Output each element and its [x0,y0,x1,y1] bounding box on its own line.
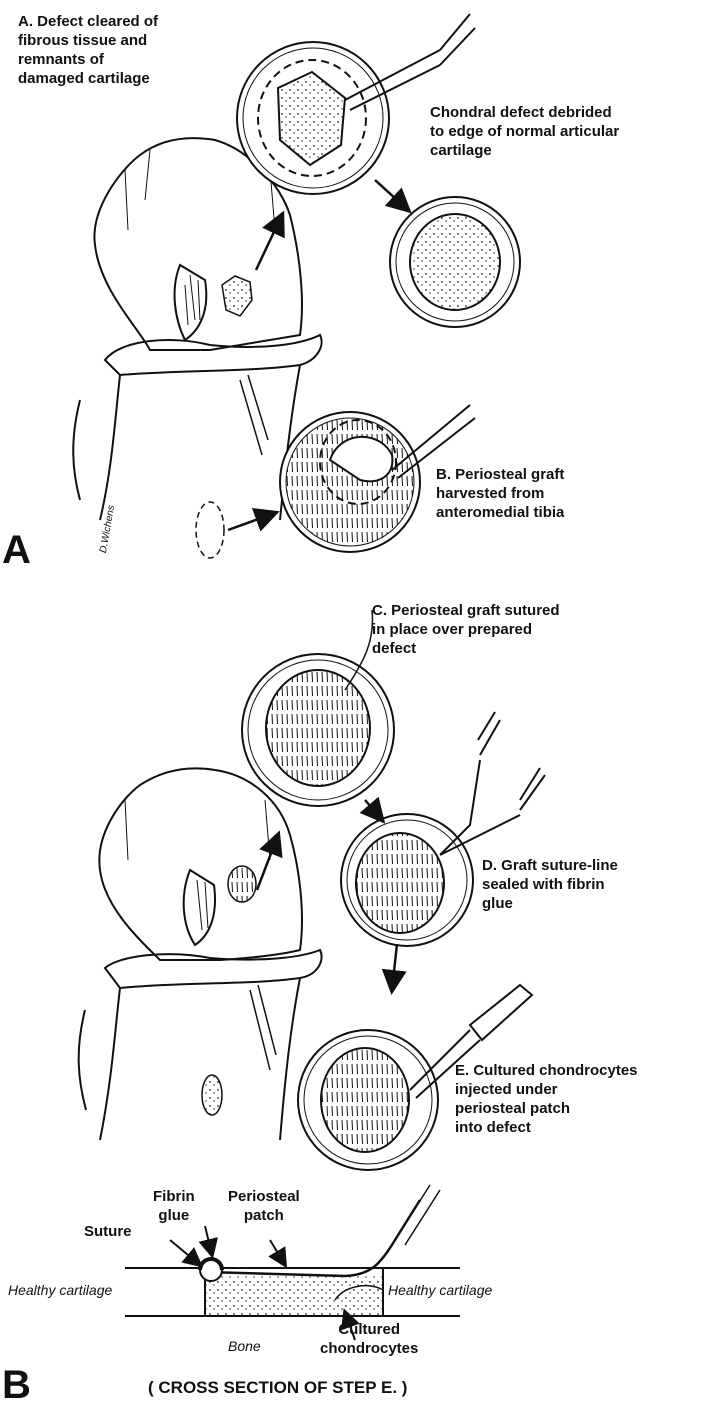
defect-a [222,276,252,316]
step-b-label: B. Periosteal graft harvested from anter… [436,465,564,522]
cross-section-caption: ( CROSS SECTION OF STEP E. ) [148,1378,407,1398]
cultured-chondrocytes-label: Cultured chondrocytes [320,1320,418,1358]
step-d-label: D. Graft suture-line sealed with fibrin … [482,856,618,913]
harvest-site [196,502,224,558]
figure-letter-b: B [2,1365,31,1405]
healthy-cartilage-right-label: Healthy cartilage [388,1282,492,1299]
knee-b [79,768,322,1140]
periosteal-patch-label: Periosteal patch [228,1187,300,1225]
harvest-site-b [202,1075,222,1115]
figure-letter-a: A [2,530,31,570]
chondral-defect-label: Chondral defect debrided to edge of norm… [430,103,619,160]
fibrin-glue-label: Fibrin glue [153,1187,195,1225]
lens-chondral [390,197,520,327]
step-c-label: C. Periosteal graft sutured in place ove… [372,601,560,658]
bone-label: Bone [228,1338,261,1355]
suture-label: Suture [84,1222,132,1241]
step-e-label: E. Cultured chondrocytes injected under … [455,1061,638,1137]
healthy-cartilage-left-label: Healthy cartilage [8,1282,112,1299]
patch-b [228,866,256,902]
step-a-label: A. Defect cleared of fibrous tissue and … [18,12,158,88]
